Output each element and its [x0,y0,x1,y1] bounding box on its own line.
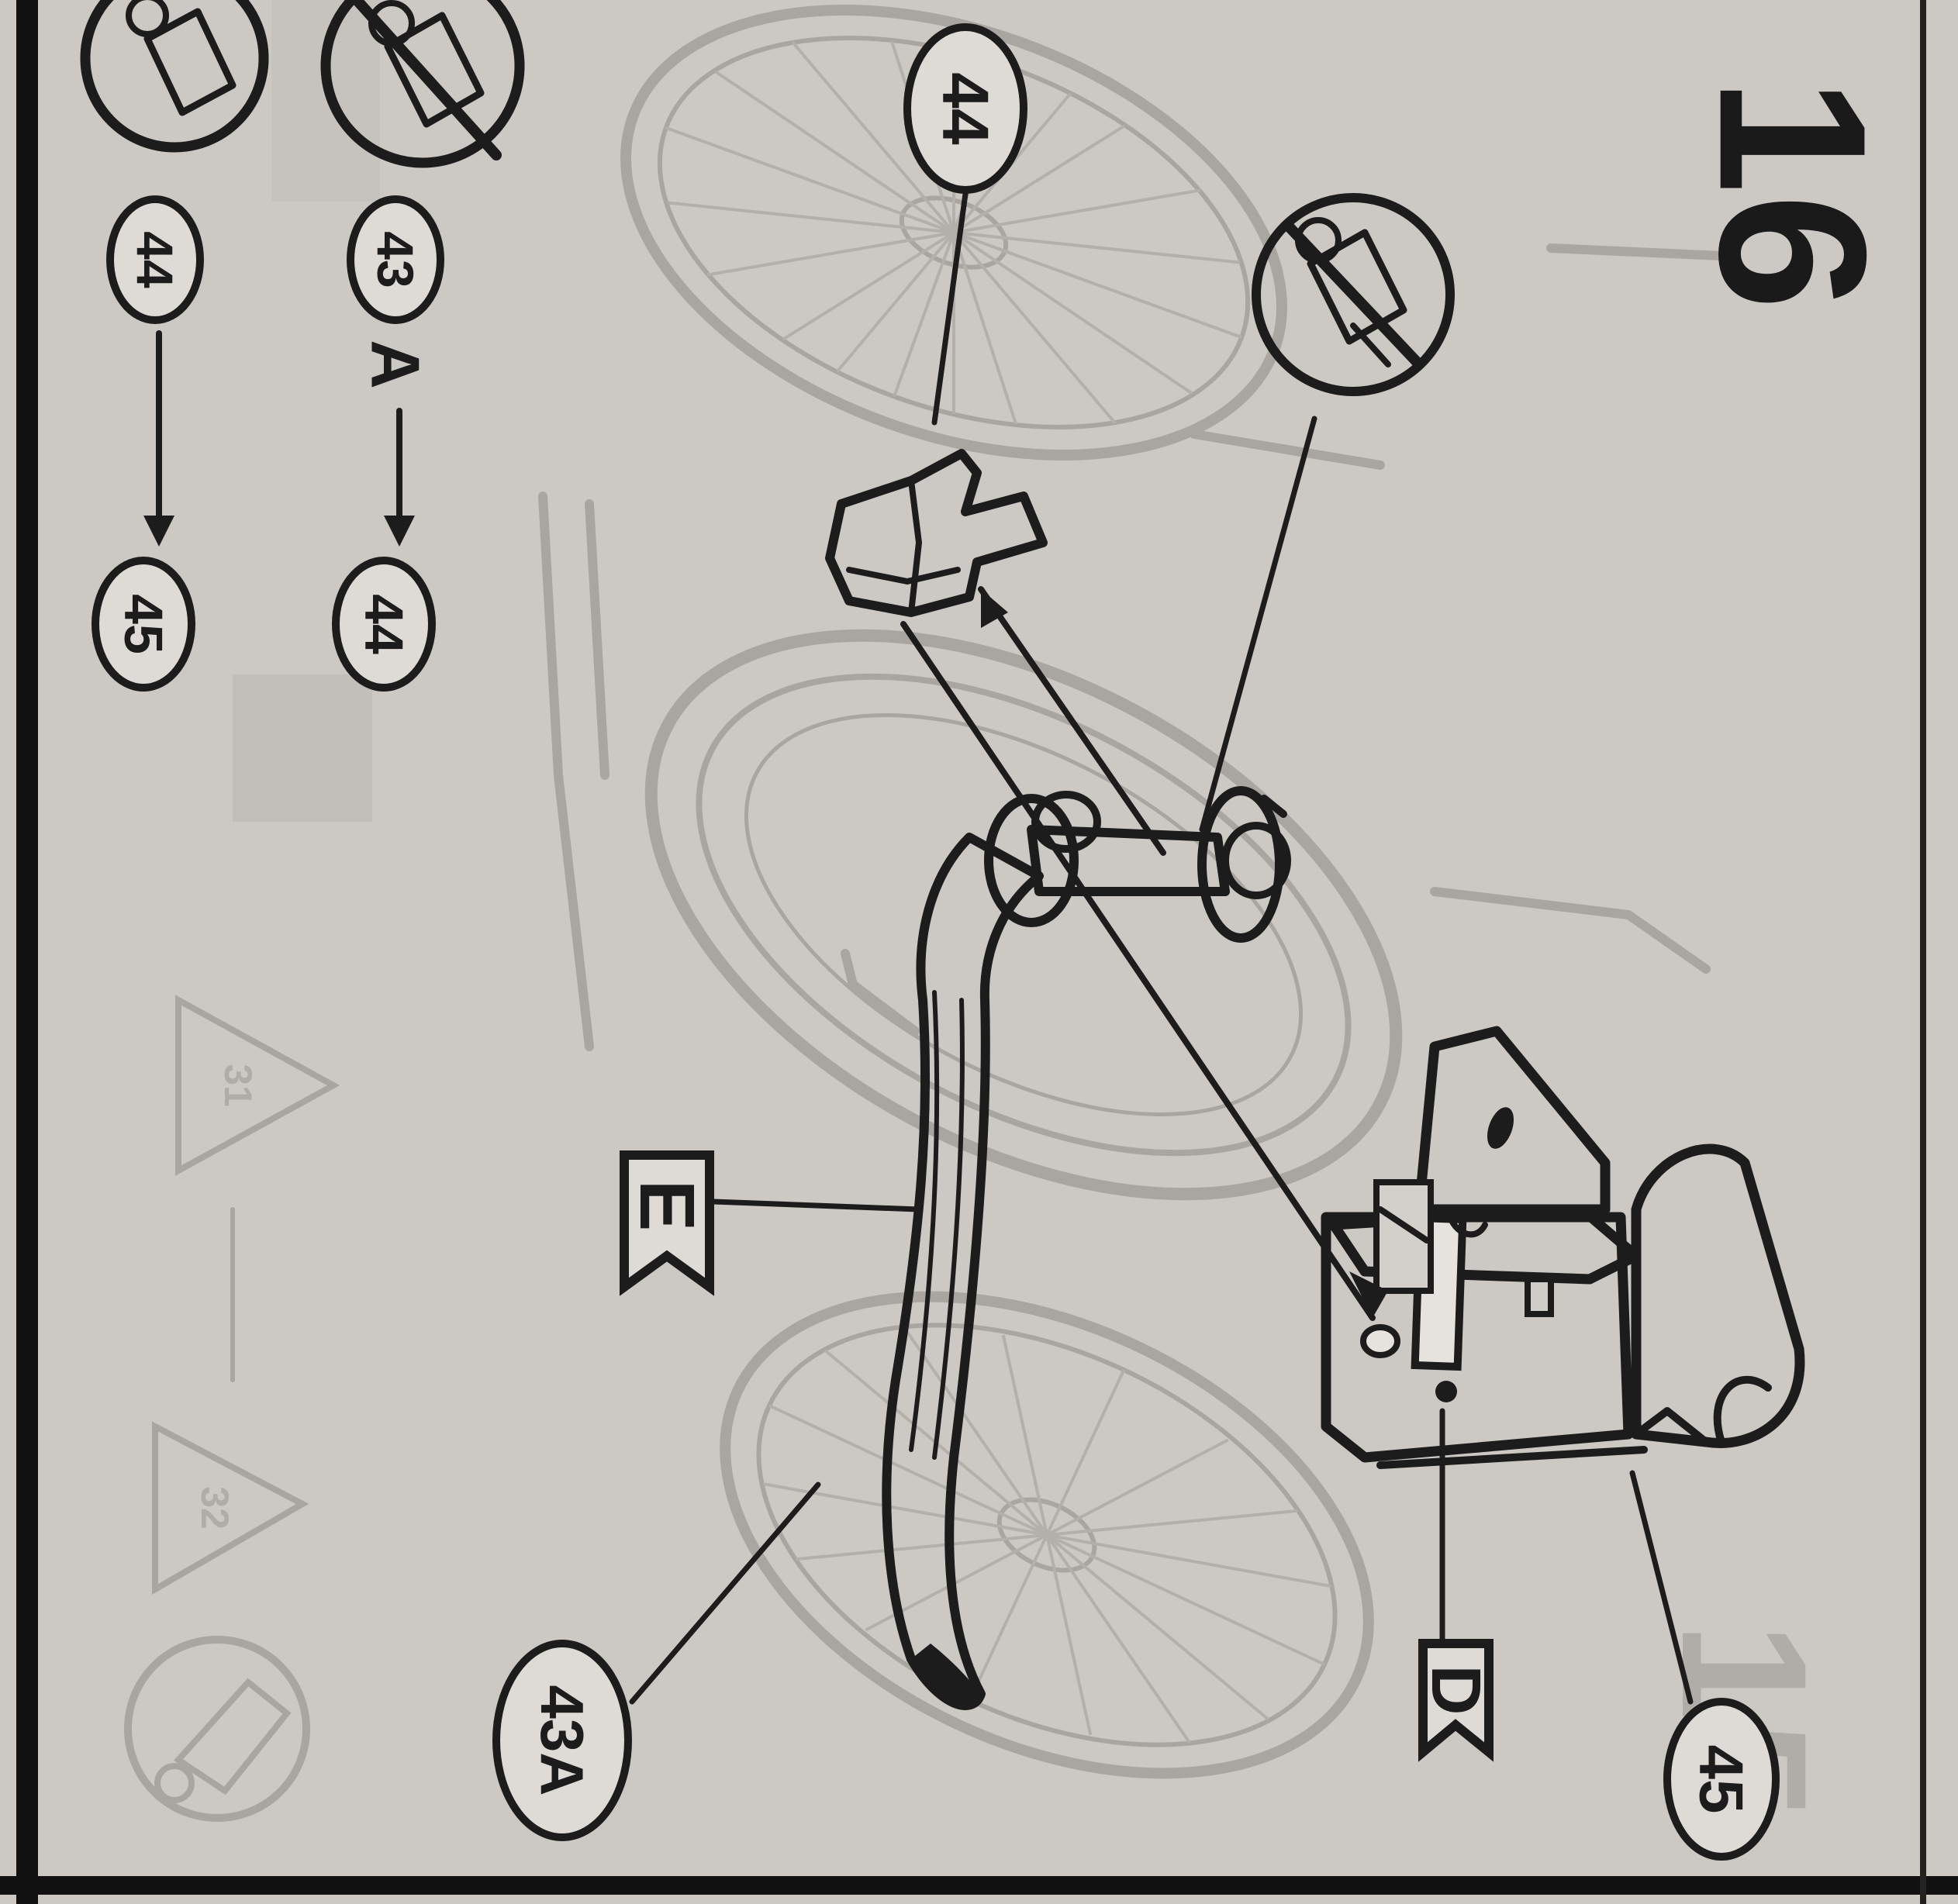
step-number: 16 [1676,78,1909,310]
pivot-shaft [984,786,1291,943]
callout-44-label: 44 [929,72,1002,145]
sequence-row-1: 43 A 44 [332,195,444,692]
sequence-row2-from: 44 [126,231,184,288]
ghost-frame [538,243,1726,1051]
sequence-row-2: 44 45 [92,195,204,692]
flag-e-label: E [623,1180,710,1232]
sequence-row1-from: 43 [367,231,424,288]
decal-flag-d: D [1417,1639,1494,1762]
ghost-triangle-1: 31 [175,995,340,1176]
sequence-row2-to: 45 [113,594,174,654]
callout-45-label: 45 [1687,1745,1756,1814]
ghost-triangle-2: 32 [152,1421,309,1595]
leader-lines [629,191,1694,1705]
svg-text:31: 31 [216,1064,260,1107]
sequence-row1-suffix: A [357,340,434,389]
flag-d-label: D [1417,1665,1494,1716]
callout-44: 44 [903,23,1027,194]
part-43A-lever [882,833,1044,1710]
svg-text:32: 32 [193,1486,237,1530]
callout-43A: 43A [492,1640,632,1841]
ghost-wheel-top [620,5,1287,460]
sequence-row1-to: 44 [354,594,414,654]
glue-tube-icon [80,0,269,153]
no-glue-icon [1252,193,1455,396]
part-44-bracket [825,449,1048,617]
callout-43A-label: 43A [528,1685,596,1795]
ghost-tyre-middle [644,629,1403,1201]
assembly-arrows [900,586,1388,1321]
ghost-glue-icon [124,1636,310,1822]
part-45-bracket [1321,1026,1805,1469]
no-glue-icon-legend [320,0,525,168]
callout-45: 45 [1663,1698,1780,1861]
decal-flag-e: E [620,1150,714,1296]
